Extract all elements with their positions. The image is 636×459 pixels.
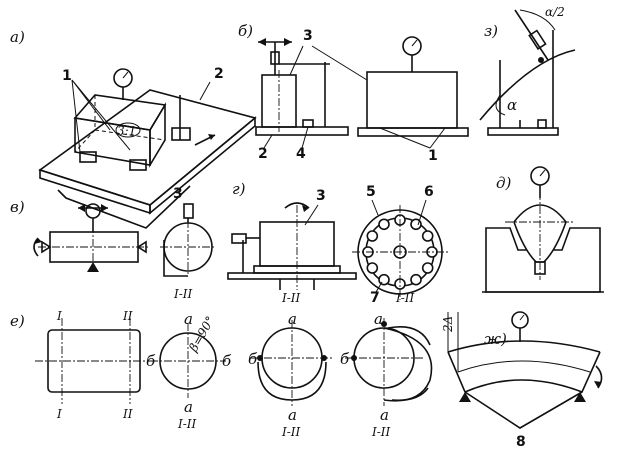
panel-z: з) α/2 α	[479, 5, 576, 136]
panel-b-callout-2: 2	[258, 146, 268, 162]
gear-tooth	[378, 218, 390, 231]
panel-e-roman-I-bottom: I	[56, 407, 62, 421]
panel-a: а) 3:1 1 2 3	[10, 28, 257, 229]
panel-e-s1-a-bottom: а	[184, 398, 193, 416]
panel-g-letter: г)	[232, 180, 246, 198]
panel-e-roman-II-top: II	[122, 309, 133, 323]
panel-e-s2-b-left: б	[248, 350, 258, 368]
panel-a-callout-1: 1	[62, 68, 72, 84]
panel-e-roman-II-bottom: II	[122, 407, 133, 421]
panel-g-callout-3: 3	[316, 188, 326, 204]
panel-g-callout-7: 7	[370, 290, 380, 306]
gear-tooth	[421, 262, 434, 274]
panel-g: г) 3 I-II 5 6 7 I-II	[227, 180, 448, 306]
panel-b-callout-1: 1	[428, 148, 438, 164]
panel-e-roman-I-top: I	[56, 309, 62, 323]
panel-v-section-label: I-II	[173, 287, 193, 301]
panel-z-letter: з)	[484, 22, 498, 40]
panel-e-s3-section: I-II	[371, 425, 391, 439]
panel-zh-dimension: 2Δ	[441, 316, 455, 333]
panel-e-s1-b-right: б	[222, 352, 232, 370]
panel-zh-letter: ж)	[484, 330, 507, 348]
panel-a-callout-2: 2	[214, 66, 224, 82]
panel-a-callout-3: 3	[173, 186, 183, 202]
panel-b-callout-4: 4	[296, 146, 306, 162]
panel-zh: ж) 2Δ 8	[441, 311, 603, 450]
panel-z-angle: α	[507, 96, 517, 114]
panel-v-letter: в)	[10, 198, 25, 216]
panel-g-section-right: I-II	[395, 291, 415, 305]
panel-e: е) I II I II β=90° а а б б I-II а а I-II	[10, 309, 433, 439]
panel-a-letter: а)	[10, 28, 25, 46]
panel-a-marker: 3:1	[117, 124, 136, 138]
panel-g-callout-6: 6	[424, 184, 434, 200]
gear-tooth	[366, 262, 379, 274]
panel-e-s1-b-left: б	[146, 352, 156, 370]
panel-z-half-angle: α/2	[545, 5, 565, 19]
panel-e-s1-a-top: а	[184, 310, 193, 328]
panel-e-s3-a-top: а	[374, 310, 383, 328]
panel-e-s1-section: I-II	[177, 417, 197, 431]
panel-zh-arc-top	[447, 340, 601, 353]
panel-e-s2-a-bottom: а	[288, 406, 297, 424]
dial-indicator-icon-v	[85, 203, 101, 219]
panel-b-right-workpiece	[366, 71, 458, 129]
gear-tooth	[378, 273, 390, 286]
gear-tooth	[366, 230, 379, 242]
panel-d-workpiece	[513, 204, 567, 263]
panel-e-s2-a-top: а	[288, 310, 297, 328]
panel-v: в) I-II	[10, 198, 216, 301]
panel-b-letter: б)	[238, 22, 253, 40]
panel-d: д)	[482, 166, 604, 293]
panel-e-s2-section: I-II	[281, 425, 301, 439]
panel-b: б) 3 2 4 1	[238, 22, 469, 164]
panel-g-callout-5: 5	[366, 184, 376, 200]
panel-d-letter: д)	[496, 174, 512, 192]
gear-tooth	[410, 273, 422, 286]
panel-zh-callout-8: 8	[516, 434, 526, 450]
gear-tooth	[421, 230, 434, 242]
panel-a-workpiece	[74, 117, 151, 166]
panel-e-s3-b-left: б	[340, 350, 350, 368]
panel-d-fixture	[485, 227, 601, 293]
panel-g-section-left: I-II	[281, 291, 301, 305]
panel-e-letter: е)	[10, 312, 25, 330]
panel-e-s3-a-bottom: а	[380, 406, 389, 424]
panel-b-callout-3: 3	[303, 28, 313, 44]
